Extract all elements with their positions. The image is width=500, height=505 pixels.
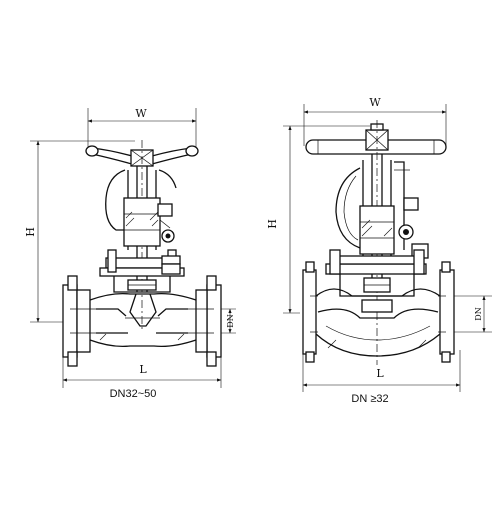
left-length-dimension: L [62,352,222,388]
left-dn-label: DN [226,314,235,327]
right-width-dimension: W [303,96,447,146]
left-valve-view: W H L DN [24,107,236,400]
right-stem-yoke [335,120,429,365]
right-width-label: W [369,96,381,109]
right-handwheel [305,123,447,155]
right-length-dimension: L [302,350,461,392]
right-valve-view: W H L DN [266,96,492,405]
right-flanges [302,261,455,363]
left-body [89,292,197,348]
left-caption: DN32~50 [110,388,157,400]
right-bonnet [325,249,427,297]
right-length-label: L [376,367,384,380]
left-bonnet [99,249,185,293]
left-flanges [62,275,222,367]
left-width-dimension: W [87,107,197,152]
right-dn-dimension: DN [452,295,492,333]
left-height-label: H [24,227,37,237]
right-height-dimension: H [266,125,370,314]
right-dn-label: DN [474,307,483,320]
left-width-label: W [135,107,147,120]
right-height-label: H [266,219,279,229]
right-caption: DN ≥32 [351,393,388,405]
left-height-dimension: H [24,140,135,323]
left-length-label: L [139,363,147,376]
right-body [315,288,441,357]
left-stem-yoke [105,140,177,330]
